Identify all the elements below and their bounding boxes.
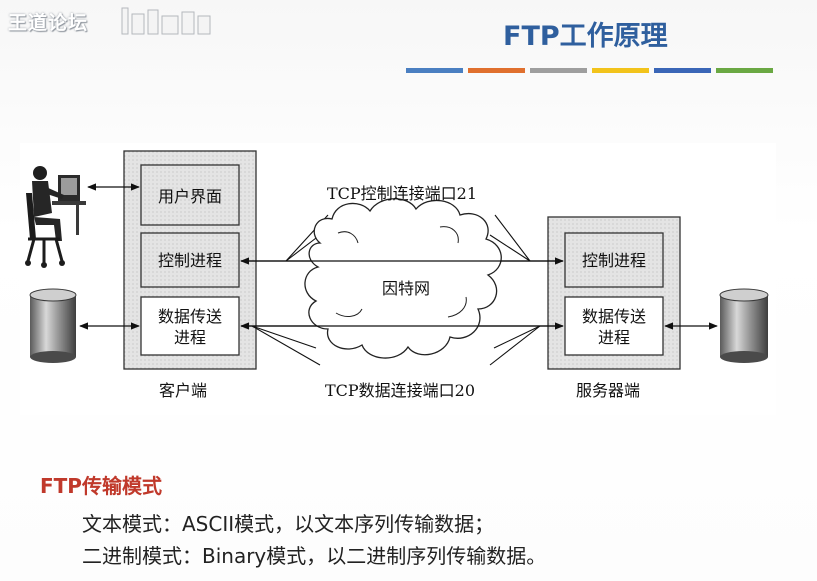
client-label: 客户端	[159, 381, 207, 400]
client-data-label-line1: 数据传送	[158, 307, 222, 326]
accent-bar-1	[406, 68, 463, 73]
accent-bar-5	[654, 68, 711, 73]
text-mode-description: 文本模式：ASCII模式，以文本序列传输数据；	[82, 512, 495, 536]
control-connection-label: TCP控制连接端口21	[327, 184, 477, 203]
client-control-label: 控制进程	[158, 251, 222, 270]
client-ui-box	[140, 164, 240, 226]
client-data-box	[140, 296, 240, 356]
client-ui-label: 用户界面	[158, 187, 222, 206]
watermark-text: 王道论坛	[8, 12, 89, 34]
server-label: 服务器端	[576, 381, 640, 400]
server-data-box	[564, 296, 664, 356]
accent-bar-4	[592, 68, 649, 73]
transfer-mode-heading: FTP传输模式	[40, 474, 162, 498]
data-connection-label: TCP数据连接端口20	[325, 381, 475, 400]
server-control-label: 控制进程	[582, 251, 646, 270]
internet-label: 因特网	[382, 279, 430, 298]
ftp-diagram: 用户界面 控制进程 数据传送 进程 客户端 控制进程 数据传送 进程 服务器端	[20, 143, 776, 415]
watermark-logo	[118, 4, 214, 38]
binary-mode-description: 二进制模式：Binary模式，以二进制序列传输数据。	[82, 544, 547, 568]
accent-bar-6	[716, 68, 773, 73]
server-data-label-line1: 数据传送	[582, 307, 646, 326]
accent-bar-3	[530, 68, 587, 73]
client-control-box	[140, 232, 240, 288]
client-data-label-line2: 进程	[174, 328, 206, 347]
server-data-label-line2: 进程	[598, 328, 630, 347]
client-database-icon	[29, 288, 77, 363]
accent-bar-2	[468, 68, 525, 73]
page-title: FTP工作原理	[503, 21, 668, 52]
user-workstation-icon	[25, 166, 86, 268]
server-database-icon	[719, 288, 769, 363]
server-control-box	[564, 232, 664, 288]
